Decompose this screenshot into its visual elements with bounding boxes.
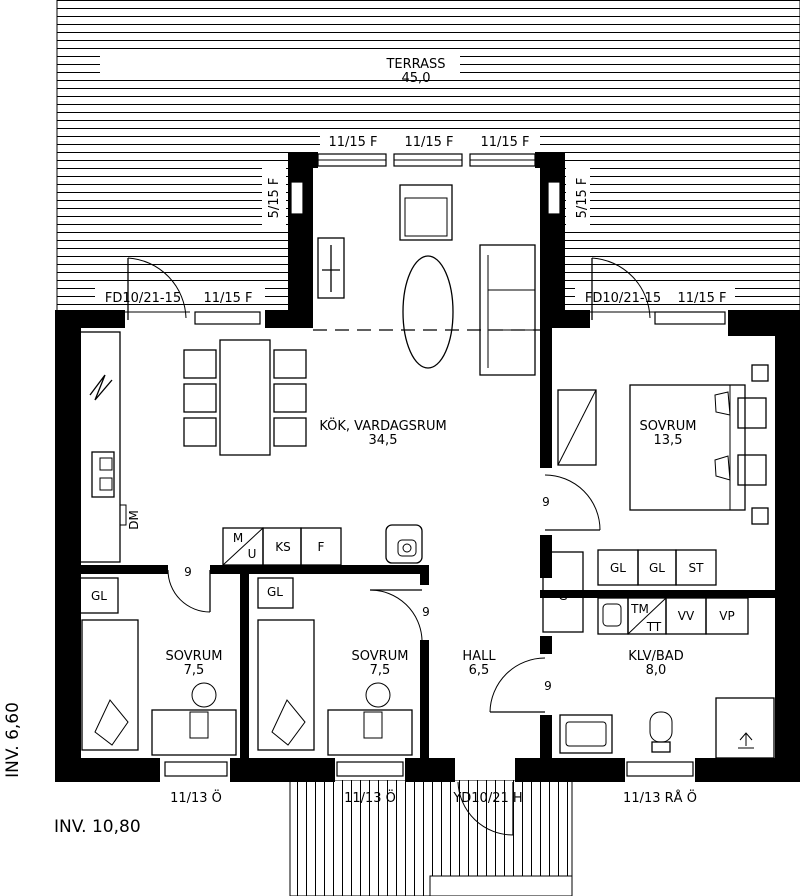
window-label-side-left: 5/15 F	[267, 178, 282, 219]
entry-door-label: YD10/21 H	[452, 791, 522, 806]
terrace-name: TERRASS	[385, 57, 445, 72]
interior	[55, 52, 775, 780]
window-label-top3: 11/15 F	[480, 135, 529, 150]
dining-set	[183, 339, 307, 456]
room-name-bedroom-left: SOVRUM	[166, 649, 223, 664]
wardrobe-label-left: GL	[91, 589, 107, 603]
coffee-table	[402, 255, 454, 369]
tv-unit	[317, 237, 345, 299]
microwave-label: M	[233, 531, 243, 545]
interior-walls	[78, 328, 780, 760]
water-heater-label: VV	[678, 609, 695, 623]
terrace-area: 45,0	[402, 71, 431, 86]
bath-fixtures	[559, 597, 775, 759]
room-name-bedroom-main: SOVRUM	[640, 419, 697, 434]
dryer-label: TT	[646, 620, 662, 634]
window-label-bottom1: 11/13 Ö	[170, 789, 222, 806]
kitchen-counter	[79, 331, 127, 563]
wardrobes	[79, 527, 717, 633]
window-label-top1: 11/15 F	[328, 135, 377, 150]
room-area-bedroom-mid: 7,5	[370, 663, 391, 678]
dishwasher-label: DM	[127, 510, 141, 530]
terrace-doors	[125, 257, 655, 320]
wardrobe-label-1: GL	[610, 561, 626, 575]
door-width-left-bedroom: 9	[184, 565, 192, 579]
sofa	[479, 244, 536, 376]
storage-label: ST	[689, 561, 705, 575]
closet-label: G	[558, 589, 567, 603]
washer	[385, 524, 423, 564]
window-label-right-door: FD10/21-15	[585, 291, 661, 306]
main-bedroom-furniture	[557, 364, 769, 525]
door-width-bath: 9	[544, 679, 552, 693]
oven-label: U	[248, 547, 257, 561]
window-label-bottom3: 11/13 RÅ Ö	[623, 789, 697, 806]
wardrobe-label-mid: GL	[267, 585, 283, 599]
room-name-bath: KLV/BAD	[628, 649, 683, 664]
room-area-bedroom-main: 13,5	[654, 433, 683, 448]
freezer-label: F	[318, 540, 325, 554]
heat-pump-label: VP	[719, 609, 734, 623]
washing-machine-label: TM	[630, 602, 649, 616]
room-name-kitchen-living: KÖK, VARDAGSRUM	[319, 417, 446, 434]
room-area-bath: 8,0	[646, 663, 667, 678]
room-area-hall: 6,5	[469, 663, 490, 678]
window-label-left-door: FD10/21-15	[105, 291, 181, 306]
wardrobe-label-2: GL	[649, 561, 665, 575]
inventory-horizontal: INV. 10,80	[54, 817, 141, 837]
top-windows	[164, 153, 726, 777]
left-bedroom-furniture	[81, 619, 237, 756]
mid-bedroom-furniture	[257, 619, 413, 756]
window-label-side-right: 5/15 F	[575, 178, 590, 219]
inventory-vertical: INV. 6,60	[3, 702, 23, 778]
room-area-kitchen-living: 34,5	[369, 433, 398, 448]
door-width-mid-bedroom: 9	[422, 605, 430, 619]
room-name-bedroom-mid: SOVRUM	[352, 649, 409, 664]
interior-doors	[167, 474, 601, 836]
window-label-top2: 11/15 F	[404, 135, 453, 150]
fridge-freezer-label: KS	[275, 540, 291, 554]
window-label-right-window: 11/15 F	[677, 291, 726, 306]
exterior-walls	[55, 152, 800, 782]
room-area-bedroom-left: 7,5	[184, 663, 205, 678]
door-width-main-bedroom: 9	[542, 495, 550, 509]
room-name-hall: HALL	[462, 649, 496, 664]
window-label-left-window: 11/15 F	[203, 291, 252, 306]
armchair	[399, 184, 453, 241]
window-label-bottom2: 11/13 Ö	[344, 789, 396, 806]
